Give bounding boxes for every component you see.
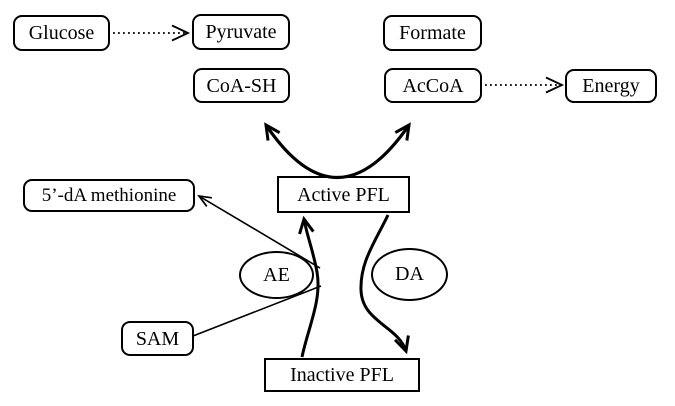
node-label: Inactive PFL <box>290 364 394 386</box>
arrow-activepfl-substrates <box>264 122 411 179</box>
node-glucose: Glucose <box>13 15 110 51</box>
node-label: CoA-SH <box>206 74 277 97</box>
node-label: Formate <box>399 22 466 44</box>
node-energy: Energy <box>565 69 657 103</box>
node-label: Pyruvate <box>205 21 277 43</box>
node-inactive-pfl: Inactive PFL <box>264 358 420 392</box>
node-coa-sh: CoA-SH <box>193 68 290 103</box>
node-label: Glucose <box>28 22 95 44</box>
node-accoa: AcCoA <box>384 68 482 103</box>
ellipse-ae: AE <box>239 251 314 299</box>
node-label: AcCoA <box>402 74 464 97</box>
node-active-pfl: Active PFL <box>277 176 410 213</box>
node-label: Active PFL <box>297 183 390 206</box>
node-label: 5’-dA methionine <box>41 185 177 206</box>
node-label: Energy <box>582 75 640 97</box>
node-formate: Formate <box>383 15 482 51</box>
node-sam: SAM <box>121 321 194 356</box>
node-5da-methionine: 5’-dA methionine <box>23 179 195 212</box>
node-label: AE <box>263 263 290 286</box>
node-label: SAM <box>135 327 180 350</box>
node-pyruvate: Pyruvate <box>192 14 290 50</box>
ellipse-da: DA <box>371 248 448 301</box>
node-label: DA <box>395 263 424 285</box>
